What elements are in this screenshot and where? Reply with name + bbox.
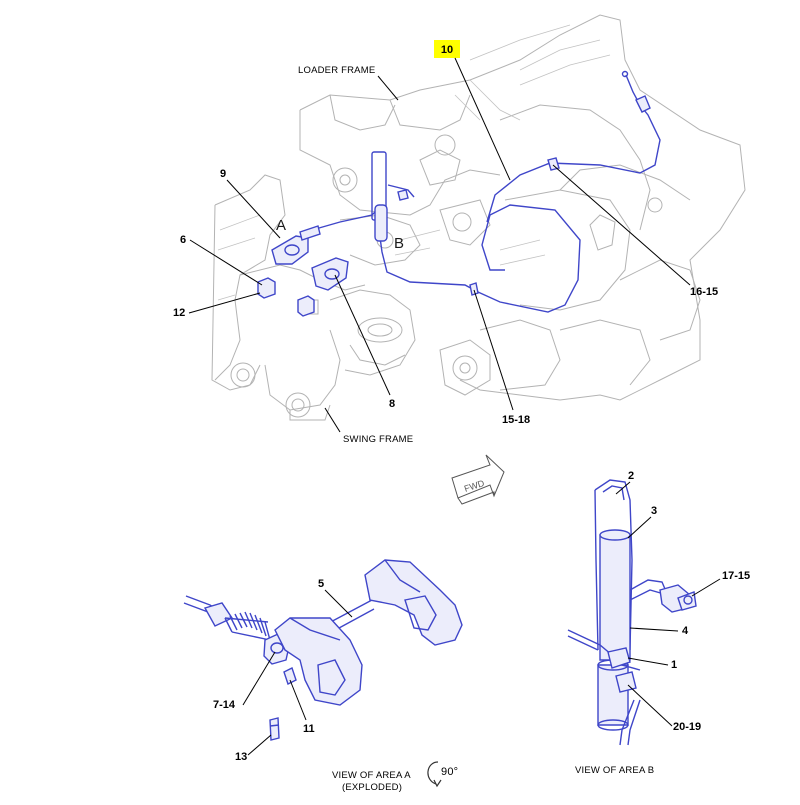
view-area-b: [567, 479, 697, 746]
callout-12: 12: [173, 307, 185, 319]
swing-frame-label: SWING FRAME: [343, 434, 413, 445]
callout-2-leader: [615, 481, 631, 495]
spring-part: [224, 611, 271, 641]
callout-8-leader: [334, 274, 391, 396]
callout-4-leader: [629, 627, 679, 632]
callout-17-15: 17-15: [722, 570, 750, 582]
callout-8: 8: [389, 398, 395, 410]
main-view-parts: [257, 70, 661, 317]
callout-1-leader: [627, 657, 669, 666]
callout-9: 9: [220, 168, 226, 180]
swing-frame-leader: [324, 407, 341, 433]
callout-5: 5: [318, 578, 324, 590]
callout-20-19-leader: [627, 684, 673, 727]
callout-5-leader: [324, 589, 353, 618]
callout-17-15-leader: [691, 578, 721, 597]
view-area-a-title: VIEW OF AREA A: [332, 770, 411, 781]
callout-10-label: 10: [441, 44, 453, 56]
loader-frame-leader: [377, 75, 399, 101]
callout-16-15-leader: [552, 164, 691, 286]
callout-15-18-leader: [473, 289, 514, 411]
callout-20-19: 20-19: [673, 721, 701, 733]
forward-arrow-icon: FWD: [451, 454, 505, 505]
callout-10-highlight: [434, 40, 460, 58]
callout-6: 6: [180, 234, 186, 246]
loader-frame-drawing: [299, 14, 746, 401]
callout-1: 1: [671, 659, 677, 671]
callout-10: 10: [434, 40, 511, 181]
callout-11-leader: [289, 679, 307, 721]
area-b-marker: B: [394, 235, 404, 252]
callout-12-leader: [188, 292, 261, 314]
callout-2: 2: [628, 470, 634, 482]
callout-11: 11: [303, 723, 315, 735]
view-area-a: [183, 559, 463, 741]
callout-7-14: 7-14: [213, 699, 236, 711]
rotation-icon: [427, 761, 442, 788]
swing-frame-drawing: [211, 174, 421, 421]
callout-6-leader: [189, 239, 263, 286]
rotation-label: 90°: [441, 766, 458, 778]
callout-13-leader: [247, 734, 272, 756]
callout-3-leader: [627, 516, 652, 539]
callout-7-14-leader: [242, 651, 276, 706]
callout-13: 13: [235, 751, 247, 763]
callout-15-18: 15-18: [502, 414, 530, 426]
callout-16-15: 16-15: [690, 286, 718, 298]
view-area-b-title: VIEW OF AREA B: [575, 765, 654, 776]
area-a-marker: A: [276, 217, 286, 234]
loader-frame-label: LOADER FRAME: [298, 65, 375, 76]
callout-3: 3: [651, 505, 657, 517]
callout-4: 4: [682, 625, 689, 637]
view-area-a-subtitle: (EXPLODED): [342, 782, 402, 793]
callout-9-leader: [226, 179, 281, 239]
